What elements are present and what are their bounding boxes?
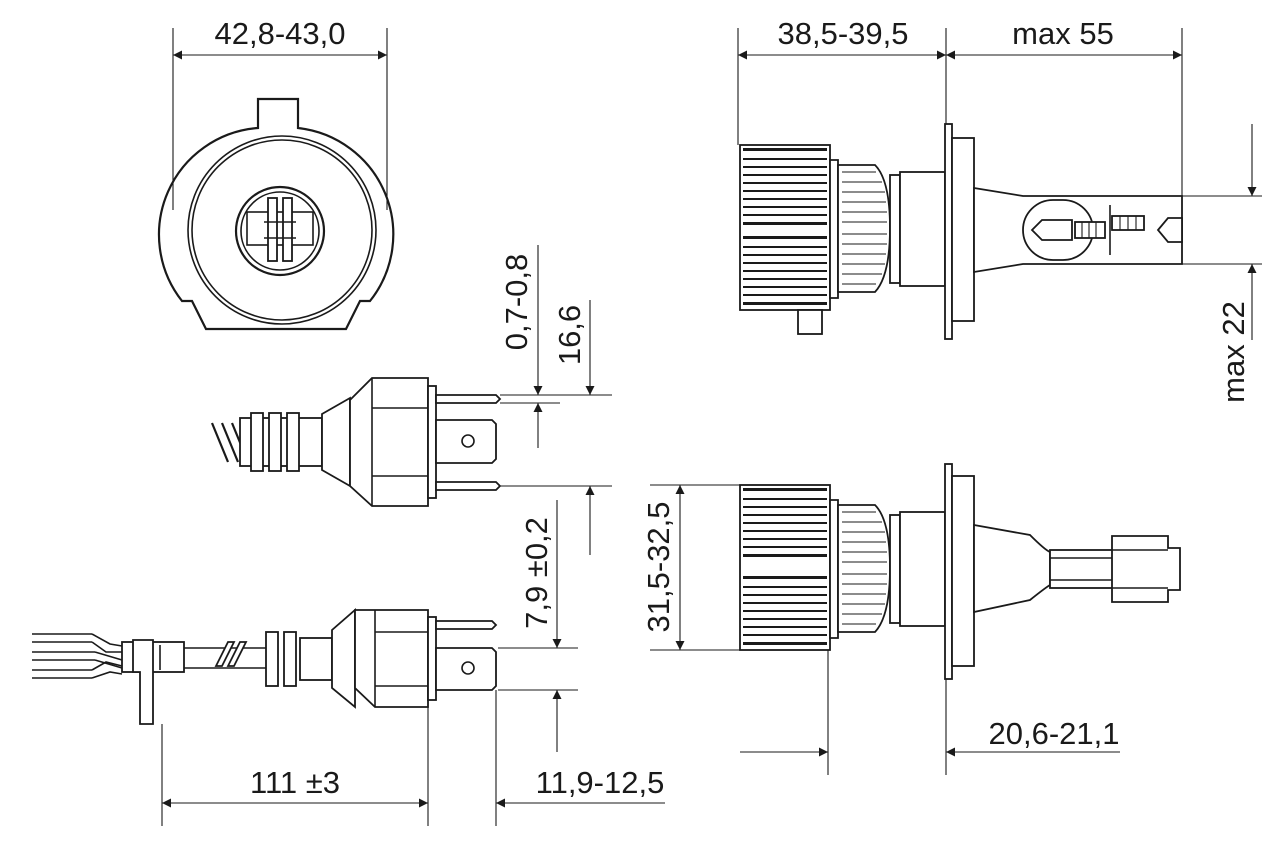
bulb-side-view-top [739, 123, 1183, 340]
dim-body-diameter: 31,5-32,5 [641, 502, 676, 633]
front-view [157, 97, 395, 331]
dim-pin-spacing: 7,9 ±0,2 [519, 517, 554, 629]
bulb-side-view-bottom [739, 463, 1181, 680]
plug-side-view-bottom [32, 608, 498, 725]
dim-flange-to-tip: max 55 [1012, 16, 1114, 51]
dim-tab-length: 11,9-12,5 [536, 765, 665, 800]
dim-pin-offset: 16,6 [552, 305, 587, 365]
dimension-labels: 42,8-43,0 38,5-39,5 max 55 max 22 0,7-0,… [215, 16, 1252, 800]
dim-cable-length: 111 ±3 [250, 765, 340, 800]
plug-side-view-top [210, 377, 502, 507]
dim-tip-height: max 22 [1216, 301, 1251, 403]
dim-base-diameter: 42,8-43,0 [215, 16, 346, 51]
dim-flange-to-rear: 38,5-39,5 [778, 16, 909, 51]
dim-flange-offset: 20,6-21,1 [989, 716, 1120, 751]
dim-plate-thickness: 0,7-0,8 [499, 254, 534, 351]
dimension-lines [162, 50, 1257, 808]
